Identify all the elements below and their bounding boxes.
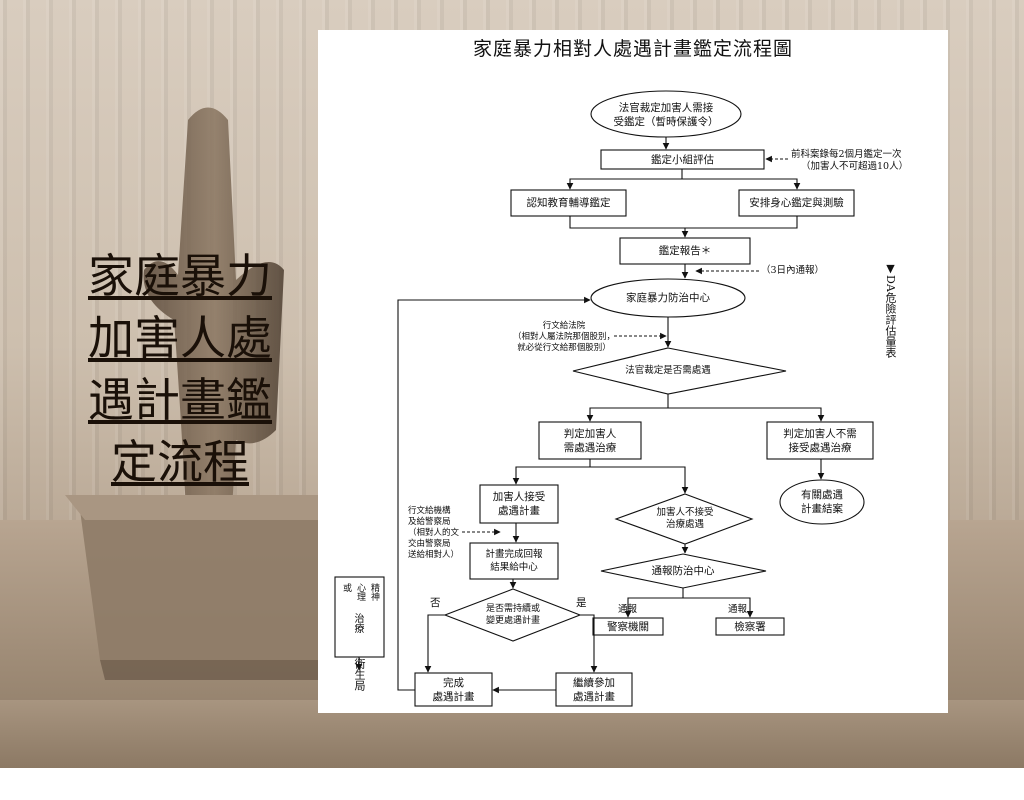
- refuse-treatment-line: 治療處遇: [665, 519, 704, 530]
- no-label: 否: [430, 597, 441, 609]
- court-document-note: 行文給法院 （相對人屬法院那個股別， 就必從行文給那個股別）: [504, 321, 624, 354]
- case-closed-node: 有關處遇計畫結案: [780, 482, 864, 522]
- treatment-needed-line: 判定加害人: [563, 427, 617, 440]
- assessment-note-line: 前科案錄每2個月鑑定一次: [791, 149, 902, 160]
- start-node-line: 法官裁定加害人需接: [618, 102, 714, 114]
- health-bureau-label: 衛生局: [353, 658, 366, 691]
- continue-question-line: 變更處遇計畫: [485, 616, 540, 626]
- police-document-note-line: 行文給機構: [408, 506, 451, 516]
- slide-title-line: 加害人處: [88, 311, 272, 365]
- continue-plan-node: 繼續參加處遇計畫: [556, 673, 632, 706]
- assessment-note-line: （加害人不可超過10人）: [801, 161, 909, 172]
- mental-care-line: 心理: [355, 583, 365, 601]
- prosecutor-node: 檢察署: [734, 620, 766, 633]
- case-closed-line: 有關處遇: [801, 489, 843, 501]
- court-document-note-line: 就必從行文給那個股別）: [517, 343, 611, 353]
- slide-title-line: 定流程: [111, 435, 249, 489]
- complete-plan-node: 完成處遇計畫: [415, 673, 492, 706]
- police-document-note: 行文給機構 及給警察局 （相對人的文 交由警察局 送給相對人）: [408, 506, 464, 561]
- notify-prosecutor-label: 通報: [728, 604, 748, 615]
- assessment-node: 鑑定小組評估: [651, 153, 714, 166]
- no-treatment-node: 判定加害人不需接受處遇治療: [767, 422, 873, 459]
- plan-complete-report-line: 結果給中心: [490, 562, 538, 573]
- mental-care-sub-label: 治療: [352, 613, 363, 633]
- slide-title-line: 遇計畫鑑: [88, 373, 272, 427]
- mental-care-line: 或: [341, 583, 351, 592]
- start-node: 法官裁定加害人需接受鑑定（暫時保護令）: [601, 96, 731, 134]
- continue-question-node: 是否需持續或變更處遇計畫: [468, 603, 558, 627]
- police-document-note-line: 送給相對人）: [408, 550, 460, 560]
- start-node-line: 受鑑定（暫時保護令）: [613, 116, 719, 128]
- plan-complete-report-node: 計畫完成回報結果給中心: [470, 543, 558, 579]
- refuse-treatment-line: 加害人不接受: [656, 507, 714, 518]
- notify-police-label: 通報: [618, 604, 638, 615]
- notify-center-node: 通報防治中心: [651, 565, 715, 577]
- treatment-needed-node: 判定加害人需處遇治療: [539, 422, 641, 459]
- police-document-note-line: （相對人的文: [408, 528, 460, 538]
- accept-plan-line: 加害人接受: [492, 491, 546, 503]
- flowchart-paper: 家庭暴力相對人處遇計畫鑑定流程圖 法官裁定加害人需接受鑑定（暫時保護令） 鑑定小…: [318, 30, 948, 713]
- treatment-needed-line: 需處遇治療: [563, 441, 617, 454]
- plan-complete-report-line: 計畫完成回報: [485, 549, 543, 560]
- accept-plan-line: 處遇計畫: [498, 505, 540, 517]
- court-document-note-line: 行文給法院: [542, 321, 586, 331]
- flowchart-title: 家庭暴力相對人處遇計畫鑑定流程圖: [472, 38, 793, 60]
- police-document-note-line: 及給警察局: [408, 517, 451, 527]
- flowchart-connectors: [334, 90, 874, 707]
- case-closed-line: 計畫結案: [801, 503, 843, 515]
- continue-question-line: 是否需持續或: [485, 604, 540, 614]
- psych-assessment-node: 安排身心鑑定與測驗: [749, 197, 844, 209]
- police-node: 警察機關: [607, 620, 649, 633]
- complete-plan-line: 處遇計畫: [432, 690, 475, 703]
- cognitive-assessment-node: 認知教育輔導鑑定: [526, 197, 611, 209]
- mental-care-line: 精神: [369, 583, 379, 601]
- continue-plan-line: 處遇計畫: [573, 690, 615, 703]
- accept-plan-node: 加害人接受處遇計畫: [480, 485, 558, 523]
- police-document-note-line: 交由警察局: [408, 539, 451, 549]
- yes-label: 是: [576, 597, 587, 609]
- no-treatment-line: 接受處遇治療: [788, 441, 852, 454]
- no-treatment-line: 判定加害人不需: [783, 427, 857, 440]
- report-node: 鑑定報告＊: [658, 245, 712, 257]
- complete-plan-line: 完成: [443, 676, 464, 689]
- cactus-pot-illustration: [65, 107, 380, 680]
- continue-plan-line: 繼續參加: [573, 676, 615, 689]
- refuse-treatment-node: 加害人不接受治療處遇: [636, 504, 734, 534]
- mental-care-box: 精神 心理 或: [335, 577, 384, 657]
- slide-title-line: 家庭暴力: [88, 249, 272, 303]
- prevention-center-node: 家庭暴力防治中心: [626, 292, 710, 304]
- assessment-note: 前科案錄每2個月鑑定一次 （加害人不可超過10人）: [791, 149, 951, 173]
- three-day-note: （3日內通報）: [761, 265, 825, 276]
- court-document-note-line: （相對人屬法院那個股別，: [512, 332, 615, 342]
- da-scale-label: ▼DA危險評估量表: [884, 262, 897, 358]
- court-decision-node: 法官裁定是否需處遇: [625, 365, 711, 376]
- slide-title: 家庭暴力 加害人處 遇計畫鑑 定流程: [70, 245, 290, 493]
